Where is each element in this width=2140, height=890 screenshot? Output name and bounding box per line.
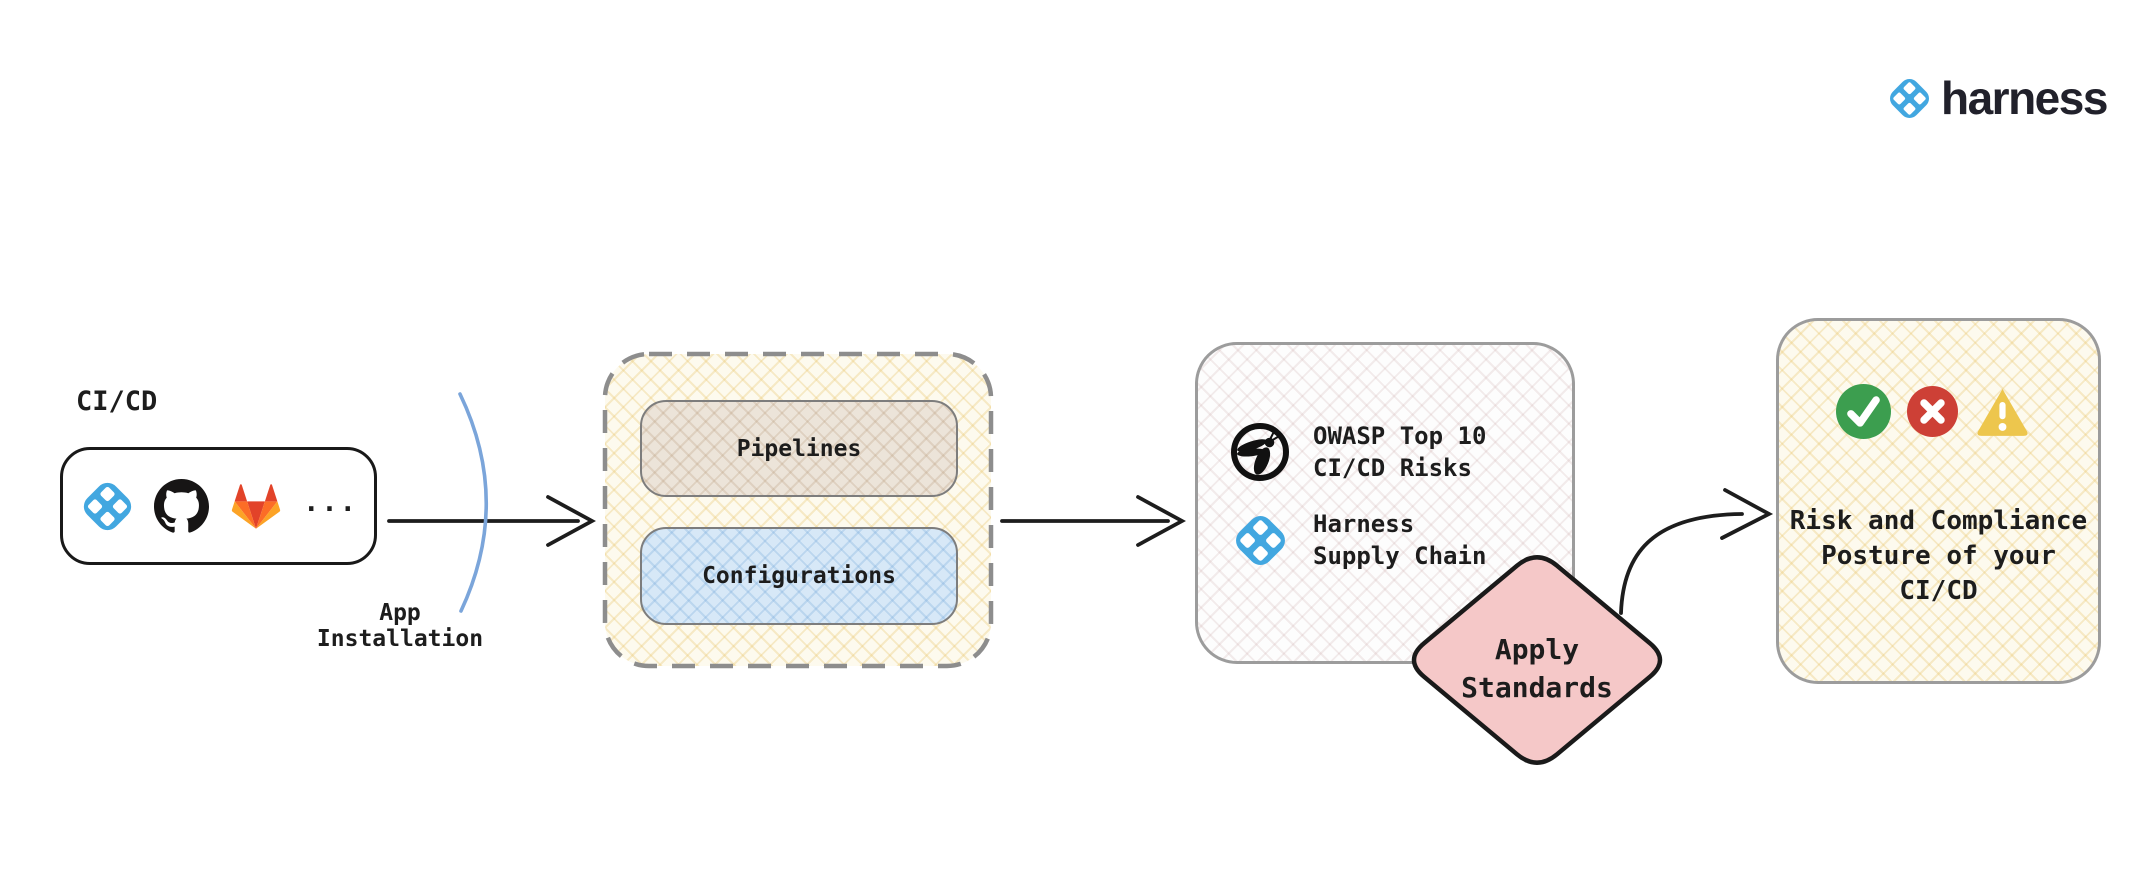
x-circle-icon [1907,386,1958,437]
outcome-label: Risk and Compliance Posture of your CI/C… [1789,506,2088,606]
status-icons-row [1836,383,2031,440]
check-circle-icon [1836,384,1891,439]
configurations-label: Configurations [702,563,896,589]
arrow-platform-to-standards [1000,495,1186,547]
pipelines-label: Pipelines [736,435,862,462]
gitlab-icon [227,477,285,535]
pipelines-box: Pipelines [640,400,958,497]
outcome-box [1776,318,2101,684]
harness-wordmark: harness [1941,72,2108,124]
app-installation-arc [458,392,489,613]
standards-box [1195,342,1575,664]
harness-brand: harness [1886,72,2108,124]
harness-logo-icon [79,478,136,535]
github-icon [154,478,210,534]
app-installation-label: App Installation [316,600,484,652]
owasp-wasp-icon [1228,420,1292,484]
more-tools-ellipsis: ... [303,486,358,518]
arrow-cicd-to-platform [387,495,596,547]
cicd-source-label: CI/CD [76,386,158,417]
harness-supply-chain-label: Harness Supply Chain [1313,510,1487,570]
warning-triangle-icon [1974,383,2031,440]
cicd-source-box: ... [60,447,377,565]
configurations-box: Configurations [640,527,958,625]
apply-standards-label: Apply Standards [1461,633,1613,704]
harness-logo-icon [1886,75,1933,122]
harness-logo-icon [1231,511,1290,570]
arrow-standards-to-outcome [1619,488,1774,615]
owasp-risks-label: OWASP Top 10 CI/CD Risks [1313,422,1487,482]
